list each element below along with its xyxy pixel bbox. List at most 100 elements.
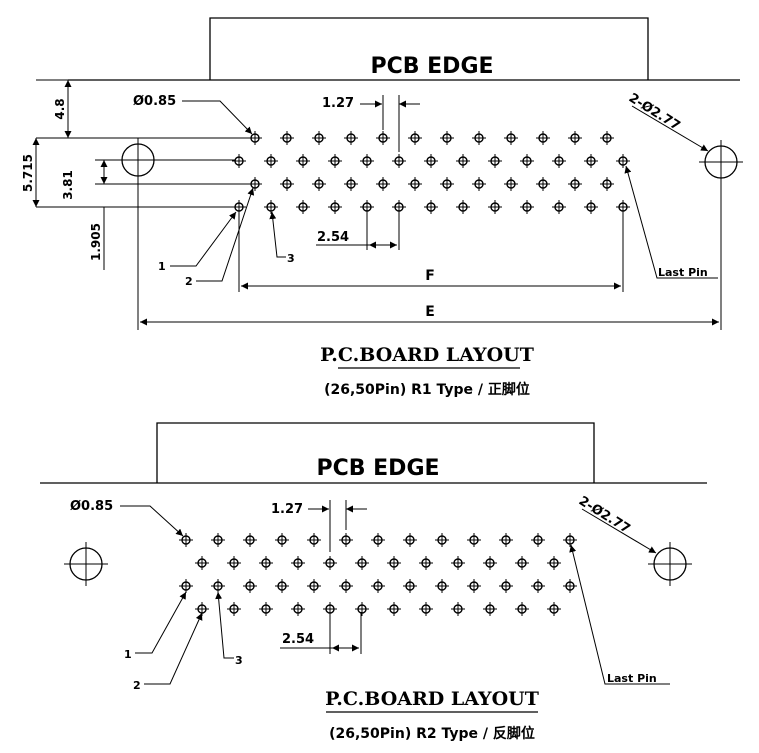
- top-pin1-label: 1: [158, 260, 166, 273]
- top-pin-r3-1: [248, 177, 262, 191]
- top-pin-r1-6: [408, 131, 422, 145]
- top-pin-r4-6: [392, 200, 406, 214]
- bottom-pin-r1-3: [243, 533, 257, 547]
- top-pin-r1-5: [376, 131, 390, 145]
- bottom-subtitle: (26,50Pin) R2 Type / 反脚位: [329, 725, 535, 742]
- top-pin-r3-4: [344, 177, 358, 191]
- bottom-pin-r4-9: [451, 602, 465, 616]
- bottom-pin-r3-4: [275, 579, 289, 593]
- bottom-pin-r1-9: [435, 533, 449, 547]
- bottom-connector-outline: [156, 422, 595, 483]
- bottom-pin-r3-7: [371, 579, 385, 593]
- bottom-pin-r3-10: [467, 579, 481, 593]
- top-pin-r2-12: [584, 154, 598, 168]
- top-pin-r4-10: [520, 200, 534, 214]
- top-pin-r3-10: [536, 177, 550, 191]
- top-pin-r2-2: [264, 154, 278, 168]
- top-pin-r1-7: [440, 131, 454, 145]
- bottom-pin-r3-1: [179, 579, 193, 593]
- top-pin-r2-9: [488, 154, 502, 168]
- top-hole-dia-label: Ø0.85: [133, 94, 176, 109]
- top-pin-r2-3: [296, 154, 310, 168]
- bottom-last-pin-label: Last Pin: [607, 672, 657, 685]
- bottom-pin-r3-12: [531, 579, 545, 593]
- bottom-pin-r2-11: [515, 556, 529, 570]
- top-pin-r3-9: [504, 177, 518, 191]
- bottom-pitch-x-label: 1.27: [271, 502, 303, 517]
- bottom-pin-r1-8: [403, 533, 417, 547]
- bottom-pin-r3-8: [403, 579, 417, 593]
- bottom-pin-r4-3: [259, 602, 273, 616]
- top-pin-grid: [232, 131, 630, 214]
- bottom-pin-r4-7: [387, 602, 401, 616]
- top-pin-r1-9: [504, 131, 518, 145]
- bottom-hole-dia-label: Ø0.85: [70, 499, 113, 514]
- top-pin-r3-2: [280, 177, 294, 191]
- bottom-pin-r4-10: [483, 602, 497, 616]
- top-pin-r1-2: [280, 131, 294, 145]
- top-pin-r4-11: [552, 200, 566, 214]
- top-layout: PCB EDGE 4.8 5.715 3.81 1.905 Ø0.85: [21, 17, 743, 398]
- bottom-pin-r1-5: [307, 533, 321, 547]
- top-title: P.C.BOARD LAYOUT: [320, 344, 534, 366]
- bottom-pin-grid: [179, 533, 577, 616]
- top-mount-hole-label: 2-Ø2.77: [626, 91, 683, 134]
- bottom-pin-r4-4: [291, 602, 305, 616]
- top-dim-4-8: 4.8: [53, 98, 67, 119]
- bottom-pin-r2-4: [291, 556, 305, 570]
- top-pin-r3-7: [440, 177, 454, 191]
- top-pin-r4-9: [488, 200, 502, 214]
- top-last-pin-label: Last Pin: [658, 266, 708, 279]
- top-pin-r2-11: [552, 154, 566, 168]
- top-connector-outline: [209, 17, 649, 80]
- bottom-pin1-label: 1: [124, 648, 132, 661]
- bottom-pin-r3-2: [211, 579, 225, 593]
- bottom-pin-r4-6: [355, 602, 369, 616]
- bottom-mount-hole-left: [64, 542, 108, 586]
- top-pin-r1-10: [536, 131, 550, 145]
- top-pin-r4-7: [424, 200, 438, 214]
- bottom-pin-r2-8: [419, 556, 433, 570]
- top-dim-2-54: 2.54: [317, 230, 349, 245]
- bottom-title: P.C.BOARD LAYOUT: [325, 688, 539, 710]
- top-pin-r4-8: [456, 200, 470, 214]
- bottom-pin-r2-2: [227, 556, 241, 570]
- bottom-dim-2-54: 2.54: [282, 632, 314, 647]
- top-pin-r4-12: [584, 200, 598, 214]
- top-edge-label: PCB EDGE: [370, 54, 493, 79]
- bottom-pin-r2-7: [387, 556, 401, 570]
- top-pin-r1-8: [472, 131, 486, 145]
- bottom-layout: PCB EDGE Ø0.85 1.27 2-Ø2.77 2.54: [40, 422, 707, 742]
- bottom-pin-r1-6: [339, 533, 353, 547]
- bottom-pin-r1-1: [179, 533, 193, 547]
- top-pin-r3-6: [408, 177, 422, 191]
- bottom-mount-hole-right: [648, 542, 692, 586]
- bottom-pin-r4-2: [227, 602, 241, 616]
- top-pin-r2-1: [232, 154, 246, 168]
- top-dim-3-81: 3.81: [61, 170, 75, 200]
- bottom-pin-r2-9: [451, 556, 465, 570]
- top-pin3-label: 3: [287, 252, 295, 265]
- top-pin-r2-13: [616, 154, 630, 168]
- top-pin-r3-11: [568, 177, 582, 191]
- top-pin-r3-12: [600, 177, 614, 191]
- bottom-pin-r1-10: [467, 533, 481, 547]
- bottom-pin-r2-10: [483, 556, 497, 570]
- bottom-pin-r4-11: [515, 602, 529, 616]
- bottom-pin-r1-2: [211, 533, 225, 547]
- top-mount-hole-right: [699, 140, 743, 184]
- bottom-mount-hole-label: 2-Ø2.77: [576, 494, 633, 537]
- bottom-pin-r1-13: [563, 533, 577, 547]
- bottom-pin-r1-7: [371, 533, 385, 547]
- top-pin-r4-13: [616, 200, 630, 214]
- bottom-pin-r2-5: [323, 556, 337, 570]
- top-pin-r4-2: [264, 200, 278, 214]
- top-dim-1-905: 1.905: [89, 223, 103, 261]
- top-pin-r2-10: [520, 154, 534, 168]
- top-dim-f: F: [425, 268, 435, 284]
- bottom-pin2-label: 2: [133, 679, 141, 692]
- bottom-pin-r2-1: [195, 556, 209, 570]
- bottom-pin-r1-4: [275, 533, 289, 547]
- top-pin-r3-8: [472, 177, 486, 191]
